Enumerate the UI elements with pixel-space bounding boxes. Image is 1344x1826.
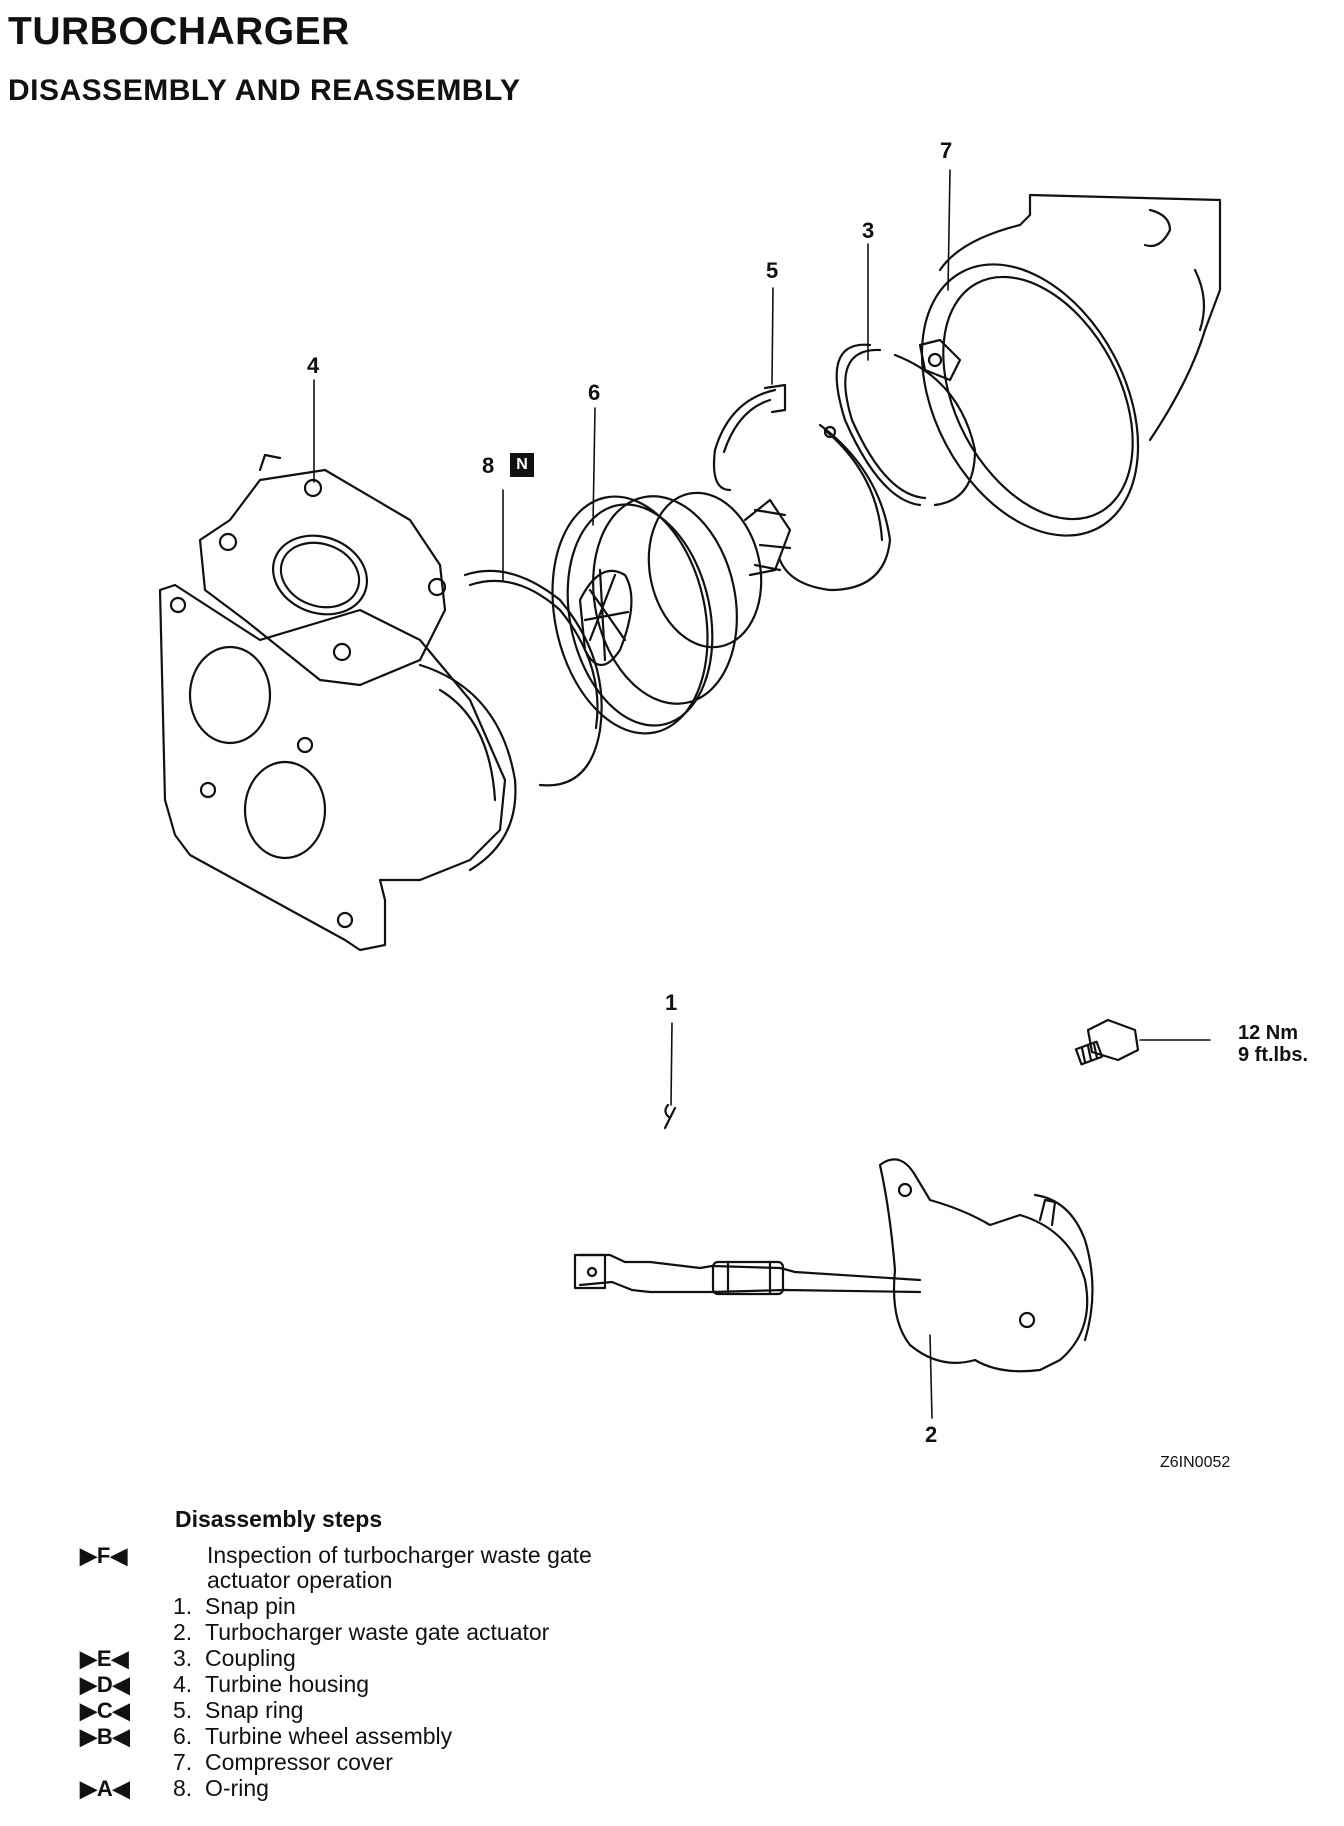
step-number: 4. bbox=[173, 1671, 193, 1697]
step-label: Turbine wheel assembly bbox=[205, 1723, 453, 1749]
torque-nm: 12 Nm bbox=[1238, 1022, 1299, 1044]
list-item: 7. Compressor cover bbox=[173, 1750, 393, 1775]
list-item: 4. Turbine housing bbox=[173, 1672, 369, 1697]
step-label: Turbocharger waste gate actuator bbox=[205, 1619, 550, 1645]
step-label: Turbine housing bbox=[205, 1671, 370, 1697]
turbine-wheel-assembly-drawing bbox=[551, 491, 792, 735]
turbine-housing-drawing bbox=[158, 453, 517, 952]
callout-5: 5 bbox=[766, 258, 779, 283]
step-number: 2. bbox=[173, 1619, 193, 1645]
list-item: 5. Snap ring bbox=[173, 1698, 303, 1723]
step-marker: ▶B◀ bbox=[80, 1724, 130, 1749]
callout-1: 1 bbox=[665, 990, 678, 1015]
leader-lines bbox=[313, 169, 1211, 1419]
step-number: 8. bbox=[173, 1775, 193, 1801]
compressor-cover-drawing bbox=[920, 193, 1222, 537]
figure-id: Z6IN0052 bbox=[1160, 1454, 1231, 1471]
bolt-drawing bbox=[1074, 1018, 1140, 1066]
coupling-drawing bbox=[778, 338, 977, 592]
waste-gate-actuator-drawing bbox=[573, 1158, 1094, 1373]
step-marker: ▶F◀ bbox=[80, 1543, 128, 1568]
step-number: 7. bbox=[173, 1749, 193, 1775]
step-label: Compressor cover bbox=[205, 1749, 393, 1775]
step-label: O-ring bbox=[205, 1775, 269, 1801]
list-item: 3. Coupling bbox=[173, 1646, 296, 1671]
step-number: 3. bbox=[173, 1645, 193, 1671]
list-item: 6. Turbine wheel assembly bbox=[173, 1724, 452, 1749]
page-subtitle: DISASSEMBLY AND REASSEMBLY bbox=[8, 74, 521, 107]
step-label: Snap ring bbox=[205, 1697, 304, 1723]
list-item: 8. O-ring bbox=[173, 1776, 269, 1801]
step-line-cont: actuator operation bbox=[207, 1567, 393, 1593]
step-label: Coupling bbox=[205, 1645, 296, 1671]
callout-3: 3 bbox=[862, 218, 875, 243]
page-title: TURBOCHARGER bbox=[8, 10, 350, 53]
step-number: 5. bbox=[173, 1697, 193, 1723]
callout-2: 2 bbox=[925, 1422, 938, 1447]
snap-pin-drawing bbox=[663, 1103, 677, 1130]
step-number: 1. bbox=[173, 1593, 193, 1619]
list-item: 1. Snap pin bbox=[173, 1594, 296, 1619]
exploded-view-diagram bbox=[158, 169, 1222, 1419]
step-marker: ▶D◀ bbox=[80, 1672, 130, 1697]
callout-4: 4 bbox=[307, 353, 320, 378]
callout-6: 6 bbox=[588, 380, 601, 405]
step-marker: ▶C◀ bbox=[80, 1698, 130, 1723]
steps-title: Disassembly steps bbox=[175, 1506, 383, 1532]
list-item: 2. Turbocharger waste gate actuator bbox=[173, 1620, 549, 1645]
step-number: 6. bbox=[173, 1723, 193, 1749]
step-label: Snap pin bbox=[205, 1593, 296, 1619]
step-line: Inspection of turbocharger waste gate bbox=[207, 1542, 592, 1568]
callout-7: 7 bbox=[940, 138, 953, 163]
step-marker: ▶A◀ bbox=[80, 1776, 130, 1801]
new-part-badge: N bbox=[510, 453, 534, 477]
step-marker: ▶E◀ bbox=[80, 1646, 129, 1671]
callout-8: 8 bbox=[482, 453, 495, 478]
torque-ftlbs: 9 ft.lbs. bbox=[1238, 1044, 1309, 1066]
snap-ring-drawing bbox=[712, 383, 787, 492]
